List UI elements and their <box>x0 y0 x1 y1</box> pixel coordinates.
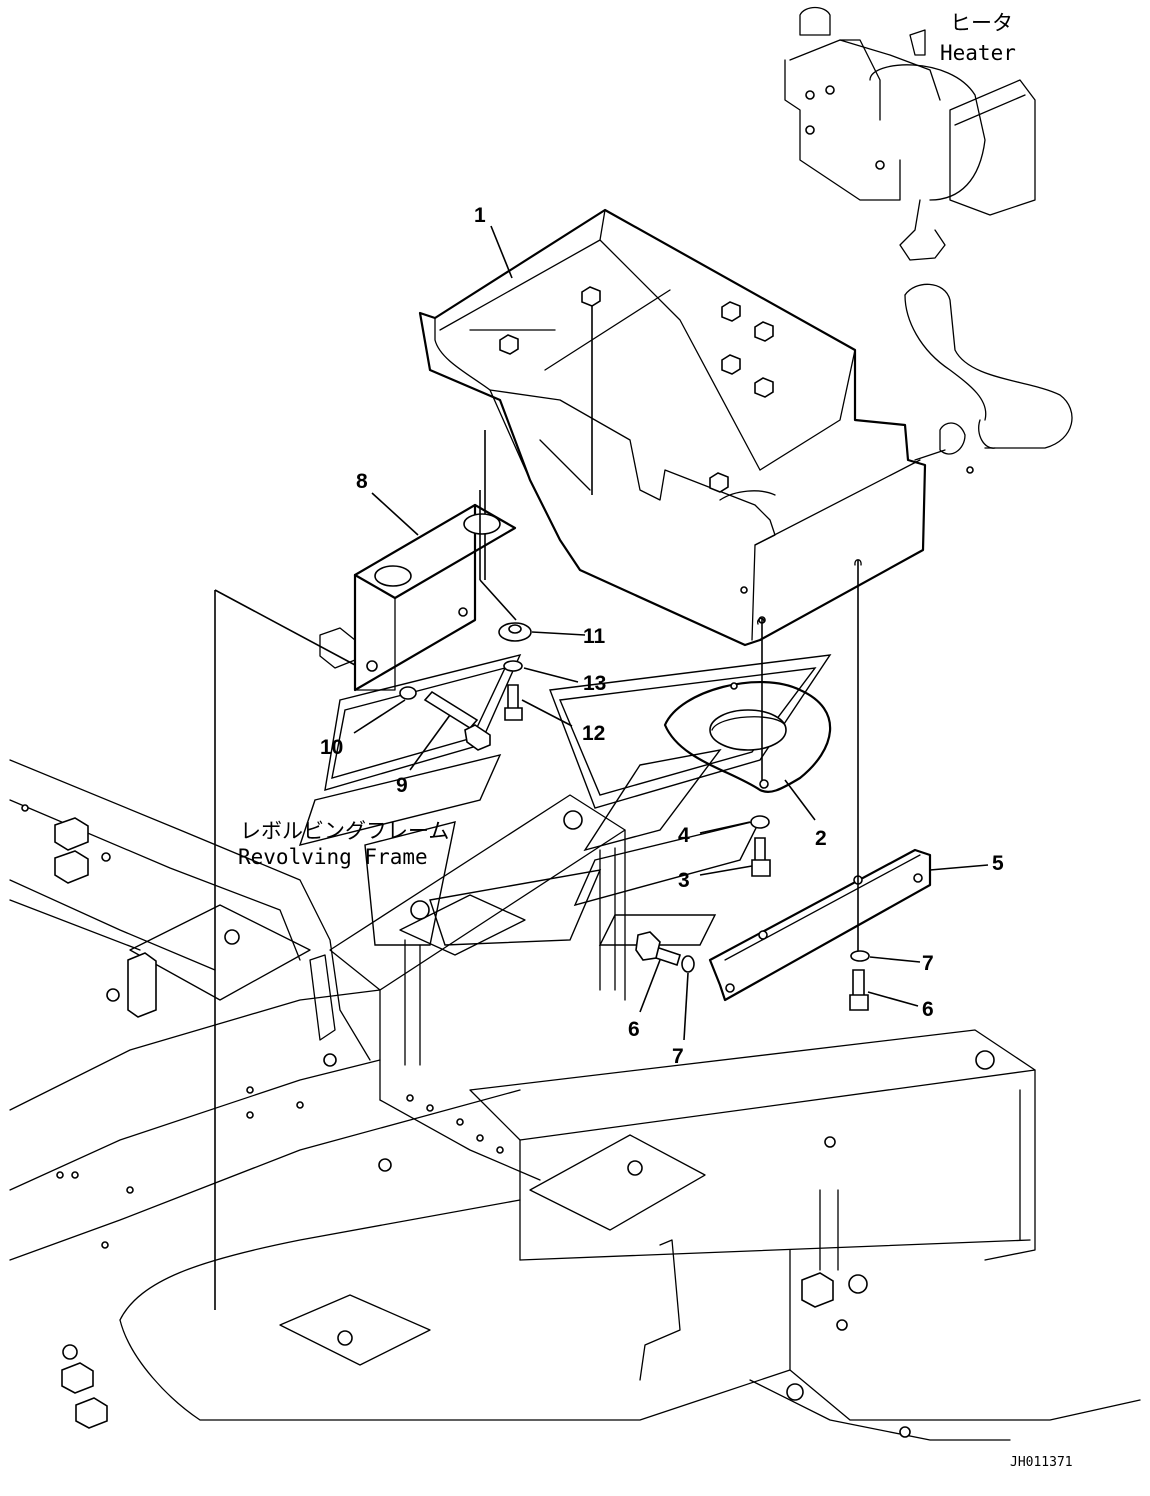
callout-2: 2 <box>815 827 827 850</box>
heater-unit <box>784 6 1073 474</box>
leader-lines <box>214 225 989 1310</box>
part-7-washer-right <box>850 950 870 962</box>
callout-11: 11 <box>583 625 606 648</box>
part-9-bolt <box>423 690 491 751</box>
part-4-washer <box>750 815 770 829</box>
drawing-code: JH011371 <box>1010 1455 1073 1470</box>
frame-label-jp: レボルビングフレーム <box>240 819 449 843</box>
part-6-bolt-right <box>849 969 869 1011</box>
frame-label-en: Revolving Frame <box>238 845 428 869</box>
part-11-rubber-mount <box>498 622 532 642</box>
heater-label-en: Heater <box>940 41 1016 65</box>
callout-9: 9 <box>396 774 408 797</box>
callout-6-right: 6 <box>922 998 934 1021</box>
part-12-bolt <box>504 684 523 721</box>
part-13-washer <box>503 660 523 672</box>
part-2-plate <box>663 617 832 794</box>
part-7-washer-left <box>681 955 695 973</box>
heater-label: ヒータ Heater <box>940 11 1016 65</box>
watermark-logo <box>298 653 832 946</box>
callout-5: 5 <box>992 852 1004 875</box>
callout-1: 1 <box>474 204 486 227</box>
revolving-frame <box>9 759 1141 1441</box>
callout-3: 3 <box>678 869 690 892</box>
part-6-bolt-left <box>635 931 681 967</box>
part-8-bracket <box>319 490 517 692</box>
part-1-tray <box>418 208 927 647</box>
callout-12: 12 <box>582 722 605 745</box>
callout-6-left: 6 <box>628 1018 640 1041</box>
callout-4: 4 <box>678 824 690 847</box>
part-10-washer <box>399 686 417 700</box>
part-3-bolt <box>751 837 771 877</box>
callout-13: 13 <box>583 672 606 695</box>
frame-label: レボルビングフレーム Revolving Frame <box>238 819 449 869</box>
callout-7-right: 7 <box>922 952 934 975</box>
heater-label-jp: ヒータ <box>950 11 1013 35</box>
callout-8: 8 <box>356 470 368 493</box>
callout-7-left: 7 <box>672 1045 684 1068</box>
callout-10: 10 <box>320 736 343 759</box>
part-5-angle-bracket <box>708 559 932 1002</box>
callout-labels: 1 2 3 4 5 6 6 7 7 8 9 10 11 12 13 <box>320 204 1004 1068</box>
